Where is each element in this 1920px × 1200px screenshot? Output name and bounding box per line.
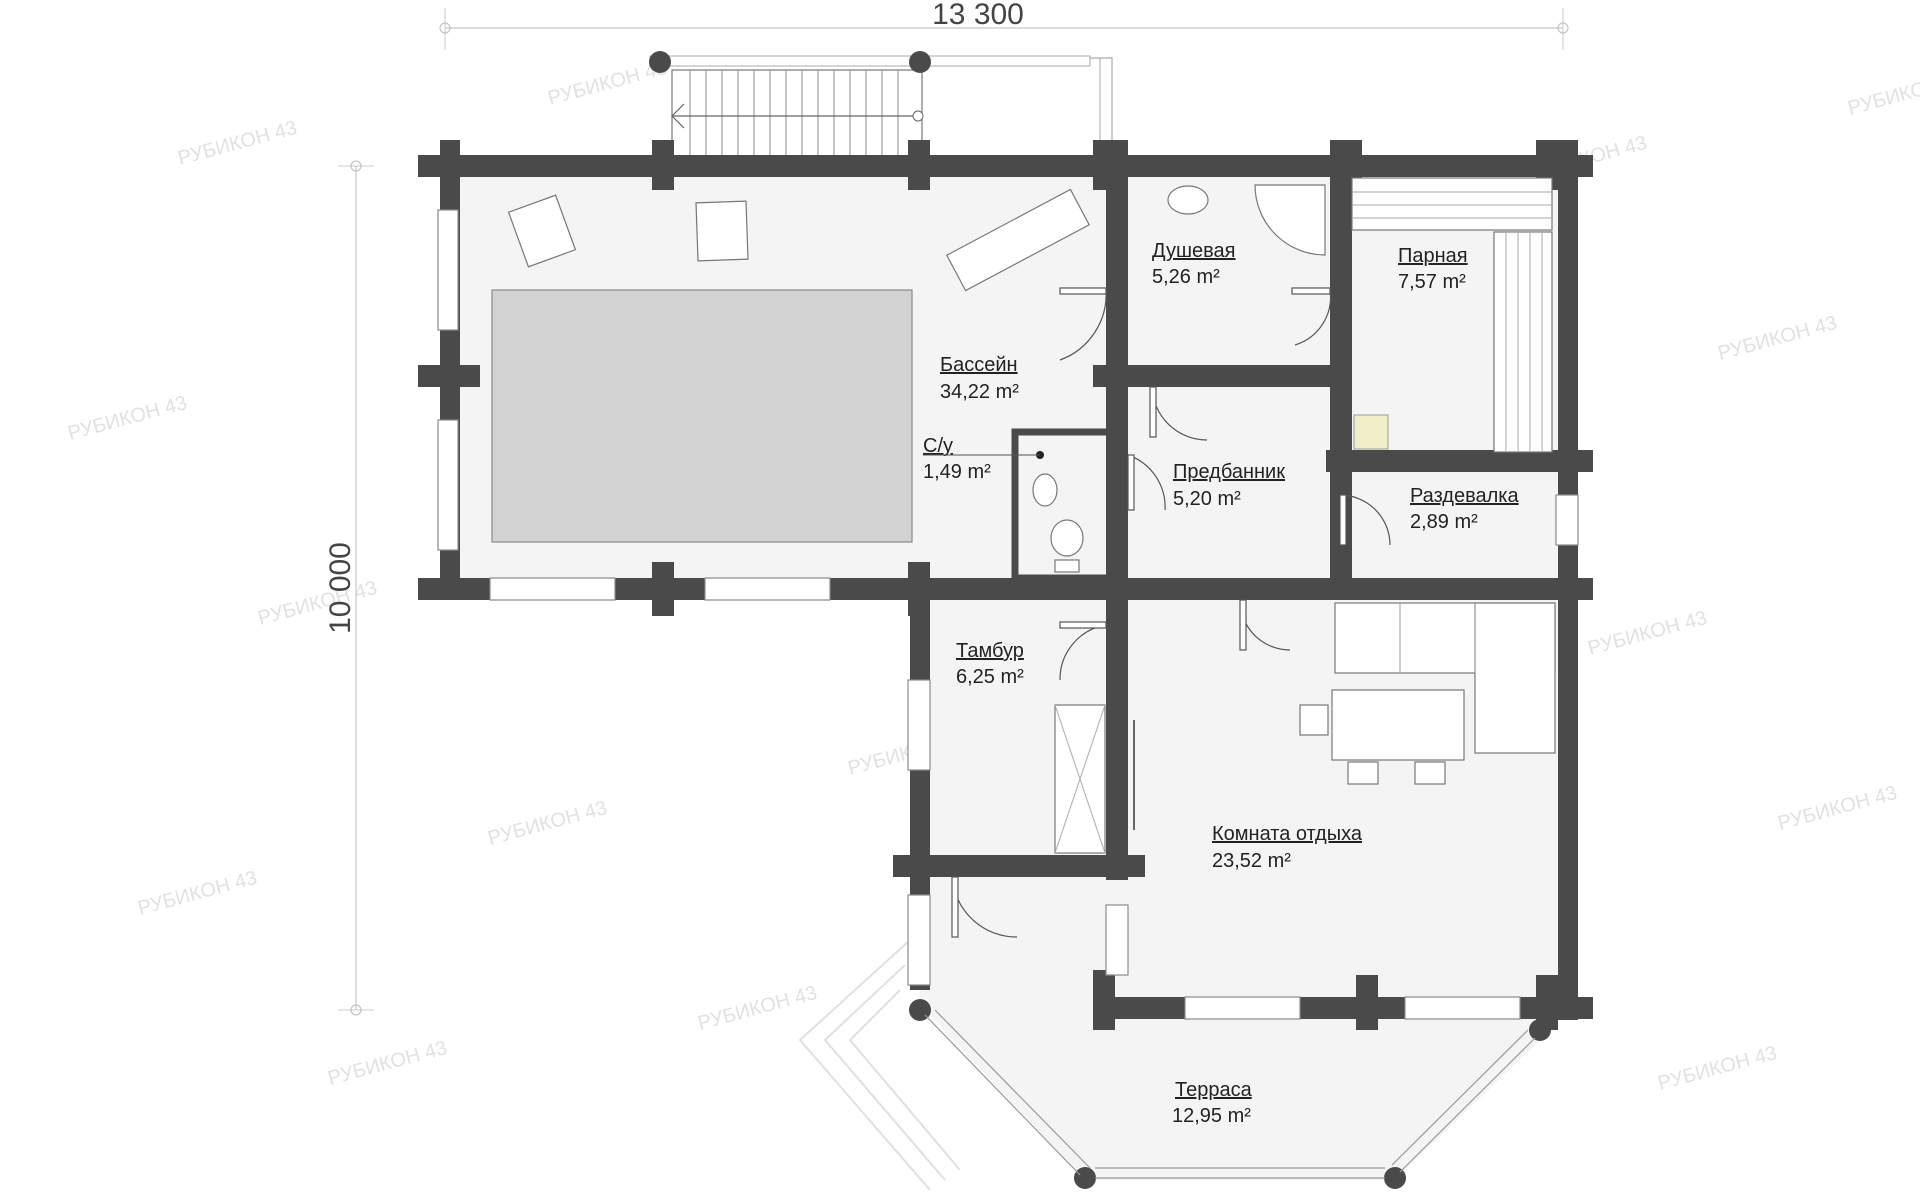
watermark: РУБИКОН 43 <box>1716 312 1840 365</box>
watermark: РУБИКОН 43 <box>326 1037 450 1090</box>
room-name: Раздевалка <box>1410 485 1519 507</box>
furniture <box>507 177 1556 854</box>
dimension-width: 13 300 <box>439 0 1569 50</box>
watermark: РУБИКОН 43 <box>486 797 610 850</box>
toilet-room-wall <box>1011 428 1117 582</box>
width-dimension-label: 13 300 <box>932 0 1024 31</box>
room-area: 7,57 m² <box>1398 271 1466 293</box>
room-name: Предбанник <box>1173 461 1285 483</box>
room-vestibule-label: Тамбур 6,25 m² <box>956 640 1024 688</box>
room-name: Парная <box>1398 245 1468 267</box>
watermark: РУБИКОН 43 <box>66 392 190 445</box>
room-name: Комната отдыха <box>1212 823 1363 845</box>
watermark: РУБИКОН 43 <box>136 867 260 920</box>
room-name: Душевая <box>1152 240 1236 262</box>
walls <box>418 140 1593 1030</box>
room-shower-label: Душевая 5,26 m² <box>1152 240 1236 288</box>
room-area: 12,95 m² <box>1172 1105 1251 1127</box>
room-name: Терраса <box>1175 1079 1253 1101</box>
terrace-railing <box>924 1009 1536 1179</box>
watermark: РУБИКОН 43 <box>696 982 820 1035</box>
room-name: С/у <box>923 435 953 457</box>
room-terrace-label: Терраса 12,95 m² <box>1172 1079 1253 1127</box>
watermark: РУБИКОН 43 <box>176 117 300 170</box>
pool-basin <box>491 289 913 543</box>
watermark: РУБИКОН 43 <box>1586 607 1710 660</box>
room-area: 5,26 m² <box>1152 266 1220 288</box>
doors <box>951 287 1391 938</box>
room-steam-label: Парная 7,57 m² <box>1398 245 1468 293</box>
height-dimension-label: 10 000 <box>324 542 357 634</box>
room-name: Бассейн <box>940 354 1018 376</box>
room-area: 34,22 m² <box>940 381 1019 403</box>
watermark: РУБИКОН 43 <box>1776 782 1900 835</box>
room-toilet-label: С/у 1,49 m² <box>923 435 1040 483</box>
terrace-steps <box>798 939 961 1191</box>
watermark: РУБИКОН 43 <box>1656 1042 1780 1095</box>
room-lounge-label: Комната отдыха 23,52 m² <box>1212 823 1363 872</box>
room-area: 23,52 m² <box>1212 850 1291 872</box>
room-name: Тамбур <box>956 640 1024 662</box>
room-area: 2,89 m² <box>1410 511 1478 533</box>
room-area: 1,49 m² <box>923 461 991 483</box>
room-labels: Бассейн 34,22 m² Душевая 5,26 m² Парная … <box>923 240 1519 1127</box>
windows <box>437 209 1579 1020</box>
watermark: РУБИКОН 43 <box>256 577 380 630</box>
room-area: 6,25 m² <box>956 666 1024 688</box>
room-changing-label: Раздевалка 2,89 m² <box>1410 485 1519 533</box>
dimension-height: 10 000 <box>324 160 374 1016</box>
watermark: РУБИКОН 43 <box>1846 67 1920 120</box>
room-anteroom-label: Предбанник 5,20 m² <box>1173 461 1285 510</box>
room-pool-label: Бассейн 34,22 m² <box>940 354 1019 403</box>
entrance-stairs <box>649 51 1113 159</box>
room-area: 5,20 m² <box>1173 488 1241 510</box>
